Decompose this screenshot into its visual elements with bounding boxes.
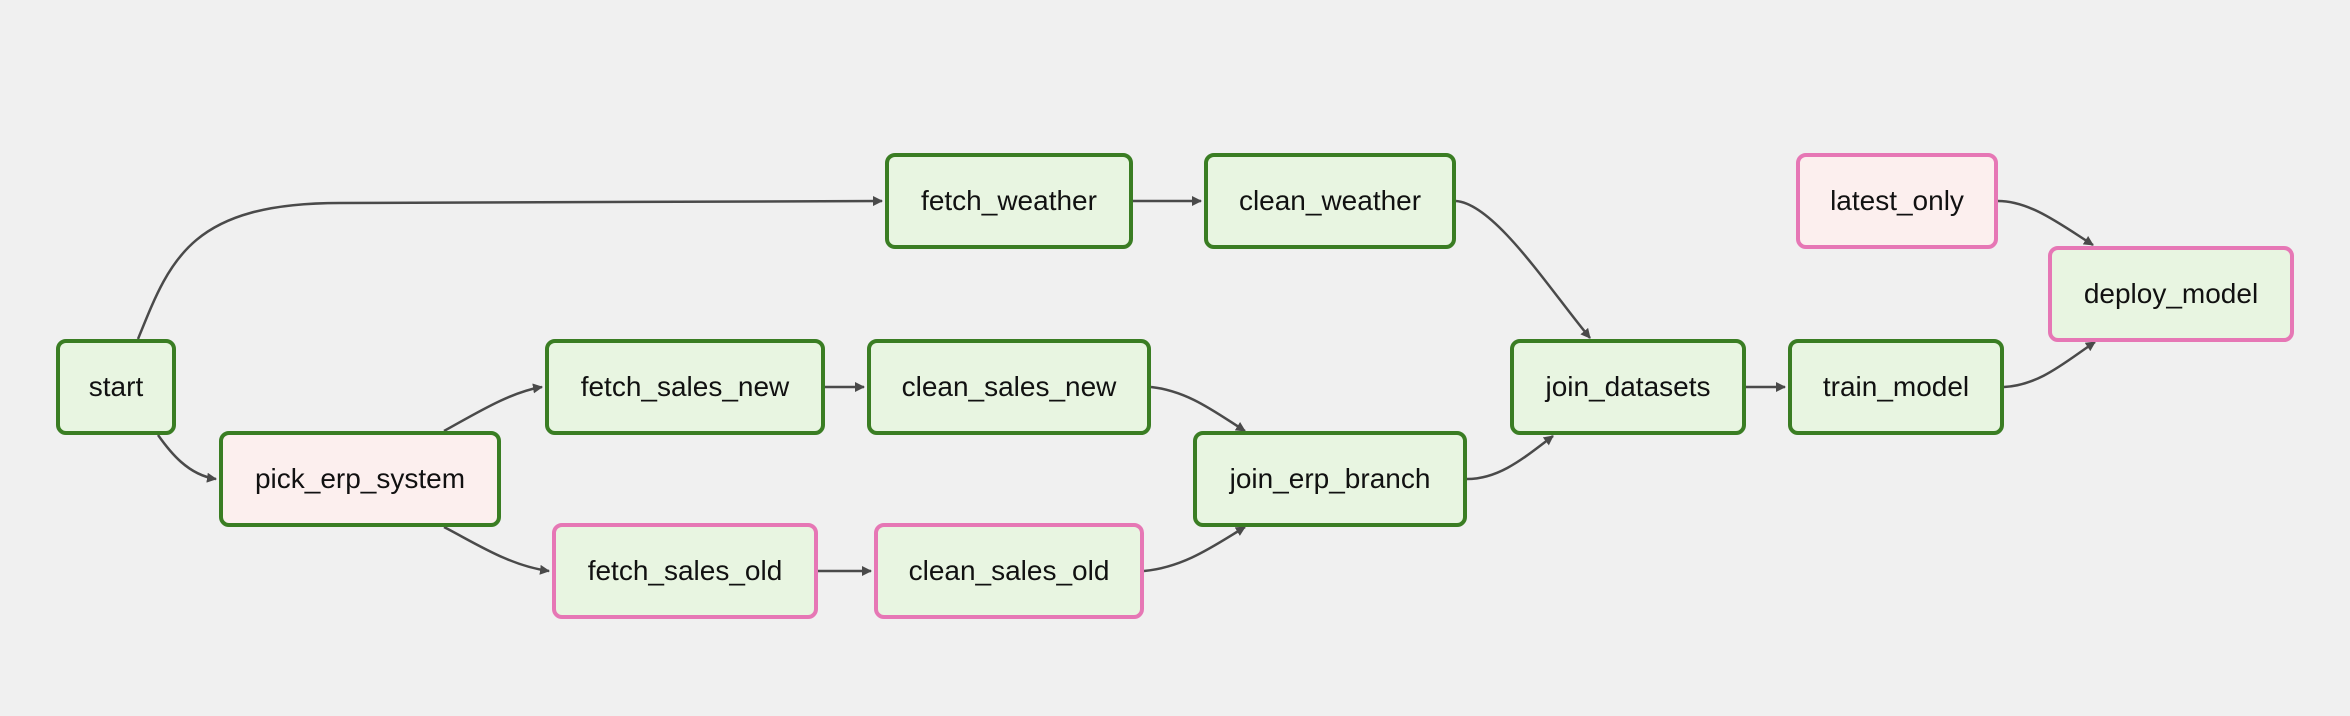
task-node-join-datasets[interactable]: join_datasets	[1510, 339, 1746, 435]
edge-start-to-fetch-weather	[136, 196, 883, 340]
task-node-fetch-sales-new[interactable]: fetch_sales_new	[545, 339, 825, 435]
edge-start-to-pick-erp-system	[156, 434, 217, 483]
task-label: latest_only	[1830, 185, 1964, 216]
task-node-fetch-weather[interactable]: fetch_weather	[885, 153, 1133, 249]
edge-clean-sales-old-to-join-erp-branch	[1143, 525, 1246, 573]
edge-pick-erp-system-to-fetch-sales-old	[443, 525, 550, 575]
task-node-start[interactable]: start	[56, 339, 176, 435]
edge-clean-sales-new-to-join-erp-branch	[1150, 385, 1246, 433]
task-label: fetch_sales_old	[587, 555, 783, 586]
task-node-latest-only[interactable]: latest_only	[1796, 153, 1998, 249]
task-node-join-erp-branch[interactable]: join_erp_branch	[1193, 431, 1467, 527]
task-label: join_datasets	[1545, 371, 1711, 402]
task-label: fetch_sales_new	[580, 371, 790, 402]
task-node-deploy-model[interactable]: deploy_model	[2048, 246, 2294, 342]
task-node-clean-weather[interactable]: clean_weather	[1204, 153, 1456, 249]
task-label: deploy_model	[2083, 278, 2259, 309]
edge-pick-erp-system-to-fetch-sales-new	[443, 383, 543, 433]
task-label: pick_erp_system	[254, 463, 466, 494]
edge-join-erp-branch-to-join-datasets	[1466, 435, 1554, 481]
task-label: start	[88, 371, 144, 402]
task-node-train-model[interactable]: train_model	[1788, 339, 2004, 435]
task-node-pick-erp-system[interactable]: pick_erp_system	[219, 431, 501, 527]
task-label: clean_weather	[1238, 185, 1422, 216]
task-node-fetch-sales-old[interactable]: fetch_sales_old	[552, 523, 818, 619]
task-label: train_model	[1822, 371, 1970, 402]
task-label: join_erp_branch	[1229, 463, 1431, 494]
task-label: fetch_weather	[921, 185, 1097, 216]
edge-clean-weather-to-join-datasets	[1455, 199, 1591, 339]
task-label: clean_sales_old	[908, 555, 1110, 586]
task-label: clean_sales_new	[901, 371, 1117, 402]
edge-train-model-to-deploy-model	[2003, 340, 2096, 389]
edge-latest-only-to-deploy-model	[1997, 199, 2094, 247]
task-node-clean-sales-new[interactable]: clean_sales_new	[867, 339, 1151, 435]
task-node-clean-sales-old[interactable]: clean_sales_old	[874, 523, 1144, 619]
